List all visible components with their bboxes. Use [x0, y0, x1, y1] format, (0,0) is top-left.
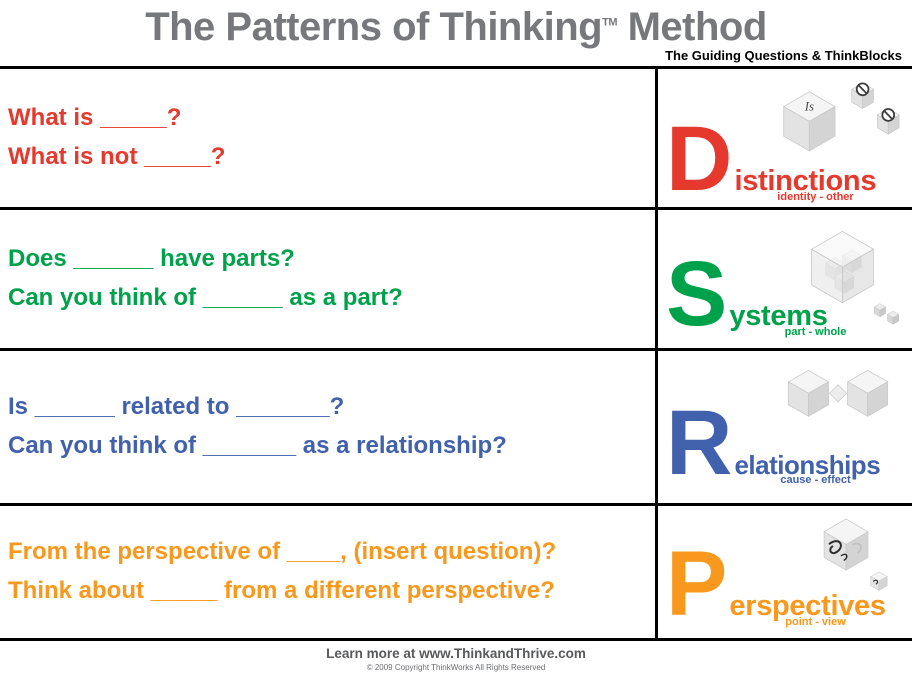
question: What is _____? [8, 104, 182, 132]
perspectives-row: From the perspective of ____, (insert qu… [0, 506, 912, 641]
initial-letter: R [666, 392, 733, 494]
perspectives-questions: From the perspective of ____, (insert qu… [0, 506, 658, 638]
trademark-symbol: TM [602, 16, 617, 29]
question: Can you think of ______ as a part? [8, 284, 403, 311]
distinctions-label: Is [658, 69, 912, 207]
question: What is not _____? [8, 143, 226, 170]
question: Is ______ related to _______? [8, 393, 345, 421]
tagline: part - whole [784, 326, 847, 338]
learn-more-text: Learn more at www.ThinkandThrive.com [326, 646, 586, 661]
word-rest: elationships [734, 450, 881, 480]
perspectives-label: Perspectives point - view [658, 506, 912, 638]
relationships-row: Is ______ related to _______? Can you th… [0, 351, 912, 506]
pattern-word: Systems [666, 248, 828, 340]
word-rest: ystems [729, 300, 828, 332]
initial-letter: D [666, 108, 733, 210]
footer: Learn more at www.ThinkandThrive.com © 2… [0, 641, 912, 681]
question: Does ______ have parts? [8, 245, 295, 273]
question: From the perspective of ____, (insert qu… [8, 538, 557, 566]
title-main: The Patterns of Thinking [145, 5, 603, 49]
pattern-word: Perspectives [666, 538, 886, 630]
is-label: Is [804, 100, 814, 114]
relationships-label: Relationships cause - effect [658, 351, 912, 503]
systems-label: Systems part - whole [658, 210, 912, 348]
question: Think about _____ from a different persp… [8, 577, 555, 604]
distinctions-questions: What is _____? What is not _____? [0, 69, 658, 207]
tagline: cause - effect [780, 474, 851, 486]
page-title: The Patterns of ThinkingTM Method [0, 0, 912, 50]
word-rest: istinctions [734, 165, 877, 197]
main-grid: What is _____? What is not _____? Is [0, 66, 912, 641]
systems-cubes-icon [810, 230, 900, 325]
systems-questions: Does ______ have parts? Can you think of… [0, 210, 658, 348]
copyright-text: © 2009 Copyright ThinkWorks All Rights R… [366, 663, 546, 672]
tagline: identity - other [777, 191, 854, 203]
distinctions-cubes-icon: Is [782, 82, 900, 152]
relationships-cubes-icon [787, 369, 889, 417]
question: Can you think of _______ as a relationsh… [8, 432, 507, 459]
subtitle: The Guiding Questions & ThinkBlocks [665, 48, 902, 63]
title-suffix: Method [627, 5, 768, 49]
word-rest: erspectives [729, 590, 886, 622]
initial-letter: P [666, 533, 728, 635]
relationships-questions: Is ______ related to _______? Can you th… [0, 351, 658, 503]
pattern-word: Distinctions [666, 113, 876, 205]
header: The Patterns of ThinkingTM Method The Gu… [0, 0, 912, 66]
pattern-word: Relationships [666, 397, 881, 489]
systems-row: Does ______ have parts? Can you think of… [0, 210, 912, 351]
tagline: point - view [785, 616, 846, 628]
perspectives-cubes-icon [823, 518, 888, 591]
initial-letter: S [666, 243, 728, 345]
distinctions-row: What is _____? What is not _____? Is [0, 69, 912, 210]
